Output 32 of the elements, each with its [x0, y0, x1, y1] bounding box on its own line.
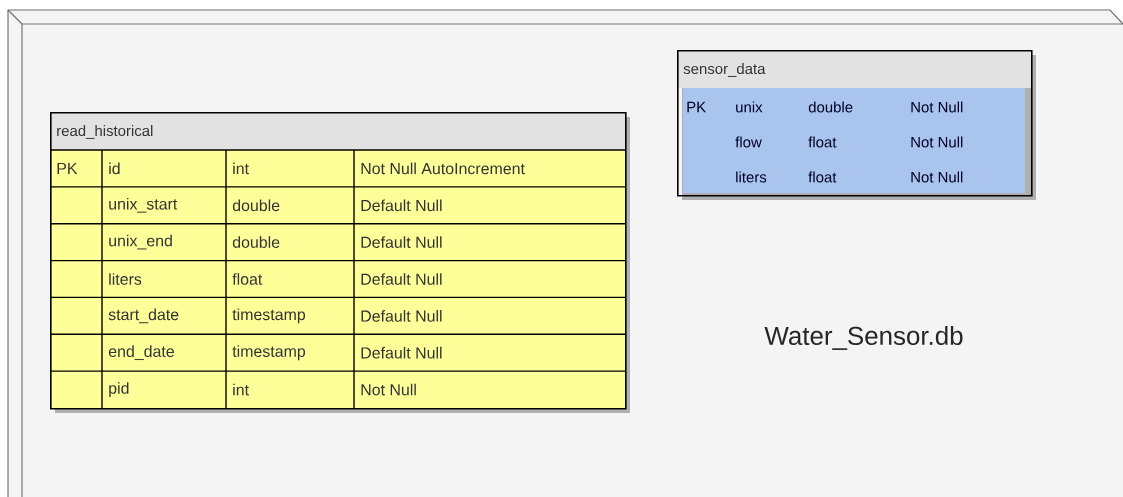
data-type: int — [233, 162, 249, 175]
data-type: double — [232, 236, 280, 248]
data-type: float — [808, 171, 837, 183]
constraint: Not Null — [361, 383, 416, 396]
column-name: unix — [736, 101, 763, 113]
column-name: start_date — [108, 308, 179, 324]
data-type: int — [233, 383, 249, 396]
data-type: float — [808, 136, 837, 148]
column-name: pid — [109, 382, 129, 398]
column-name: liters — [736, 171, 767, 183]
column-name: id — [109, 162, 120, 175]
column-name: unix_start — [109, 197, 178, 213]
constraint: Default Null — [361, 199, 442, 212]
data-type: float — [232, 273, 263, 285]
constraint: Not Null — [911, 136, 963, 148]
constraint: Default Null — [361, 310, 442, 322]
column-name: liters — [109, 273, 142, 285]
constraint: Default Null — [361, 346, 442, 359]
column-name: flow — [735, 136, 762, 148]
key-marker: PK — [57, 162, 78, 174]
data-type: double — [232, 199, 280, 212]
column-name: unix_end — [109, 234, 172, 250]
data-type: timestamp — [232, 345, 306, 361]
key-marker: PK — [687, 101, 706, 113]
constraint: Not Null — [911, 101, 963, 113]
constraint: Default Null — [361, 273, 442, 285]
data-type: timestamp — [232, 308, 306, 324]
constraint: Not Null — [911, 171, 963, 183]
column-name: end_date — [108, 345, 174, 361]
constraint: Not Null AutoIncrement — [361, 162, 525, 175]
data-type: double — [808, 101, 853, 113]
constraint: Default Null — [361, 236, 442, 248]
